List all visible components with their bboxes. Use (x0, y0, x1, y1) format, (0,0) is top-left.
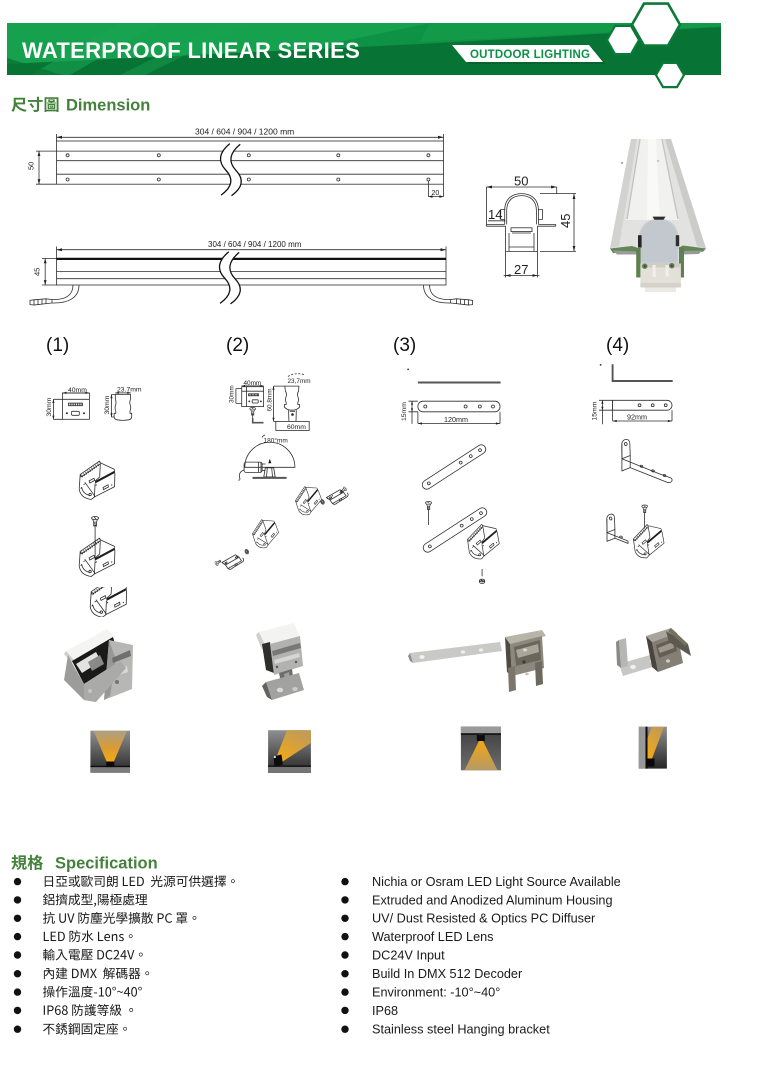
svg-text:(3): (3) (393, 335, 416, 356)
svg-text:27: 27 (514, 262, 528, 277)
svg-text:Specification: Specification (55, 855, 158, 873)
svg-text:(4): (4) (606, 335, 629, 356)
svg-text:40mm: 40mm (244, 380, 262, 387)
svg-text:304 / 604 / 904 / 1200 mm: 304 / 604 / 904 / 1200 mm (208, 240, 302, 249)
svg-text:(1): (1) (46, 335, 69, 356)
svg-text:120mm: 120mm (444, 415, 468, 424)
svg-text:60mm: 60mm (287, 424, 306, 431)
svg-text:45: 45 (558, 214, 573, 228)
svg-text:IP68: IP68 (372, 1004, 398, 1018)
svg-text:50: 50 (514, 174, 528, 189)
svg-text:15mm: 15mm (592, 401, 599, 420)
svg-text:(2): (2) (226, 335, 249, 356)
svg-text:WATERPROOF LINEAR SERIES: WATERPROOF LINEAR SERIES (22, 38, 360, 63)
svg-text:180°mm: 180°mm (264, 437, 288, 445)
svg-text:Build In DMX 512 Decoder: Build In DMX 512 Decoder (372, 967, 523, 981)
svg-text:40mm: 40mm (68, 387, 87, 394)
svg-text:Extruded and Anodized Aluminum: Extruded and Anodized Aluminum Housing (372, 893, 613, 907)
svg-text:23.7mm: 23.7mm (117, 387, 142, 394)
svg-text:14: 14 (488, 207, 502, 222)
svg-text:23,7mm: 23,7mm (288, 378, 311, 385)
svg-text:60.8mm: 60.8mm (266, 388, 273, 411)
svg-text:30mm: 30mm (46, 397, 53, 416)
svg-text:UV/ Dust Resisted & Optics PC: UV/ Dust Resisted & Optics PC Diffuser (372, 912, 596, 926)
svg-text:30mm: 30mm (104, 395, 111, 414)
svg-text:15mm: 15mm (401, 402, 408, 421)
svg-text:50: 50 (27, 162, 36, 170)
svg-text:92mm: 92mm (627, 413, 647, 422)
svg-text:Nichia or Osram LED Light Sour: Nichia or Osram LED Light Source Availab… (372, 875, 621, 889)
svg-text:Dimension: Dimension (66, 97, 150, 115)
svg-text:Waterproof LED Lens: Waterproof LED Lens (372, 930, 494, 944)
svg-text:Environment: -10°~40°: Environment: -10°~40° (372, 986, 500, 1000)
svg-text:DC24V Input: DC24V Input (372, 948, 445, 962)
svg-text:304 / 604 / 904 / 1200 mm: 304 / 604 / 904 / 1200 mm (195, 127, 294, 137)
svg-text:OUTDOOR LIGHTING: OUTDOOR LIGHTING (470, 49, 590, 61)
svg-text:20: 20 (432, 190, 440, 197)
svg-text:45: 45 (33, 268, 42, 276)
svg-text:Stainless steel Hanging bracke: Stainless steel Hanging bracket (372, 1023, 550, 1037)
svg-text:30mm: 30mm (229, 385, 236, 403)
